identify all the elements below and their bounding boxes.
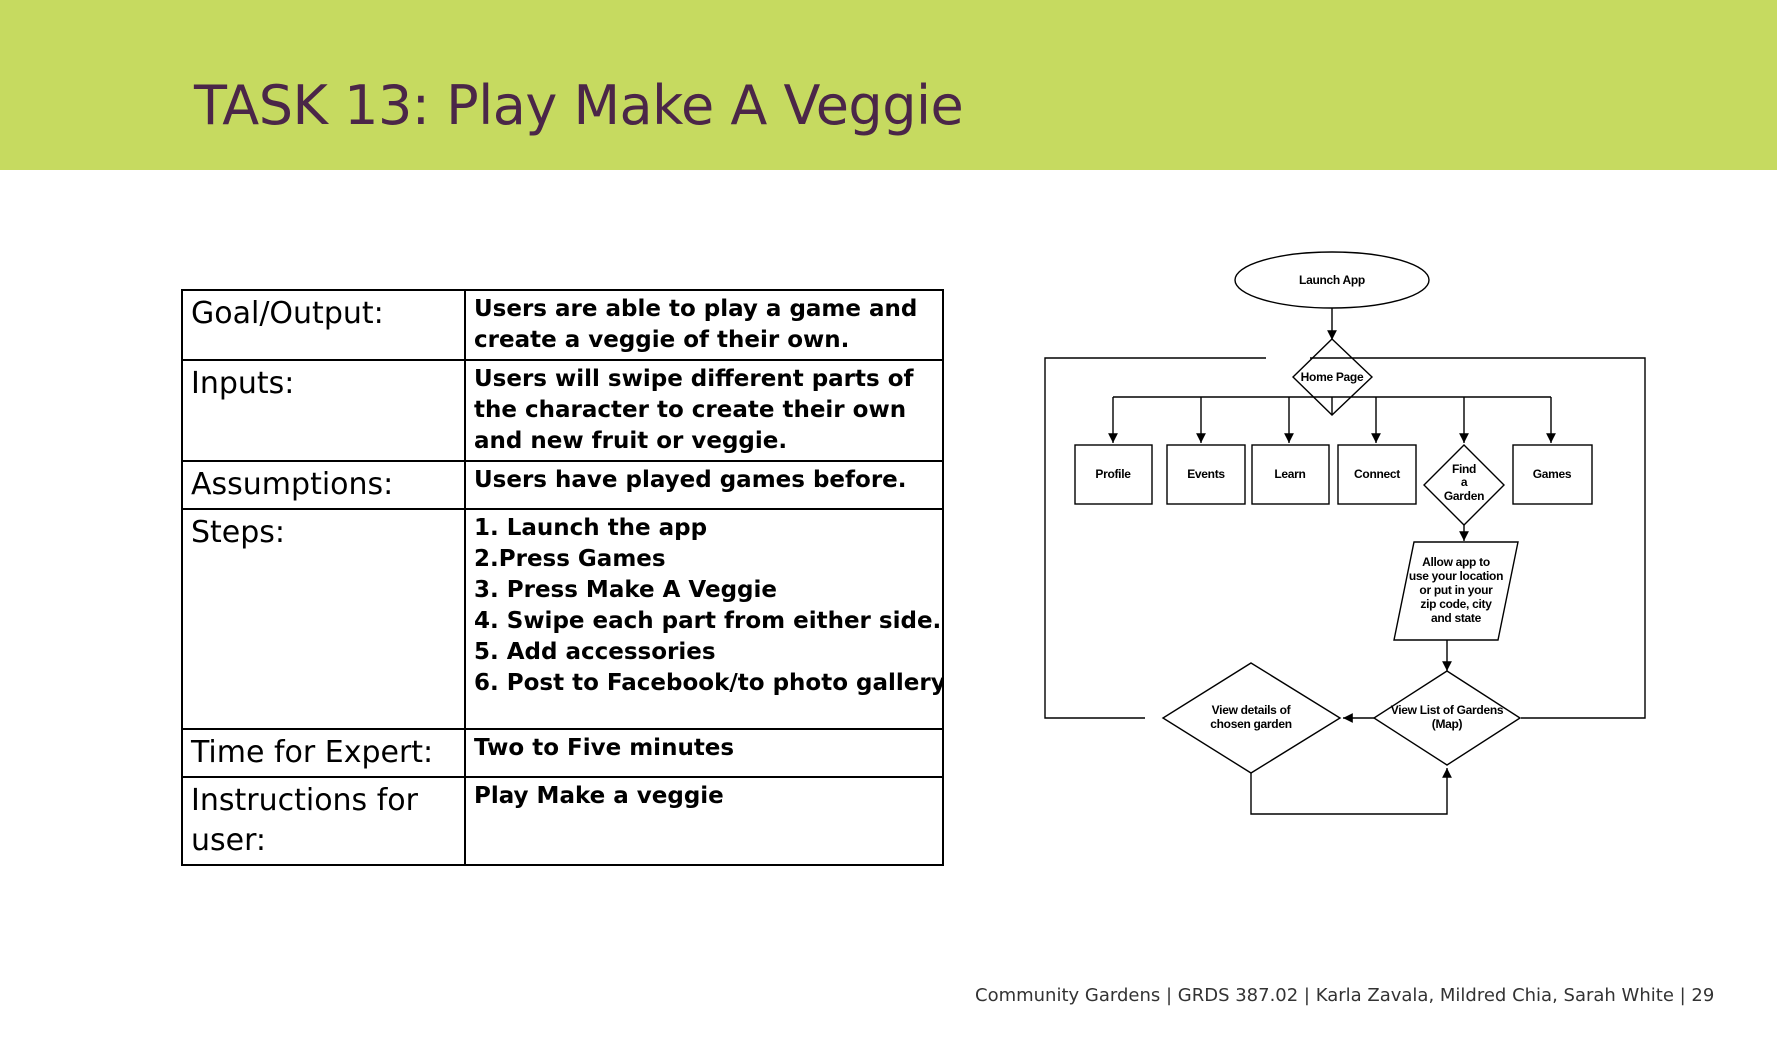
page-footer: Community Gardens | GRDS 387.02 | Karla … xyxy=(975,985,1715,1006)
connect-label: Connect xyxy=(1354,467,1400,481)
table-row-assumptions: Assumptions: Users have played games bef… xyxy=(181,460,944,510)
learn-label: Learn xyxy=(1274,467,1305,481)
instructions-value: Play Make a veggie xyxy=(464,776,944,866)
allow-label-4: zip code, city xyxy=(1420,597,1492,611)
goal-label: Goal/Output: xyxy=(181,289,466,361)
allow-label-3: or put in your xyxy=(1419,583,1493,597)
table-row-inputs: Inputs: Users will swipe different parts… xyxy=(181,359,944,462)
table-row-time: Time for Expert: Two to Five minutes xyxy=(181,728,944,778)
table-row-steps: Steps: 1. Launch the app 2.Press Games 3… xyxy=(181,508,944,730)
loop-frame-right xyxy=(1310,357,1646,719)
learn-box xyxy=(1251,444,1330,505)
flowchart: Launch App Home Page Profile Events Lear… xyxy=(1044,251,1646,815)
step-6: 6. Post to Facebook/to photo gallery xyxy=(474,670,943,696)
find-label-3: Garden xyxy=(1444,489,1484,503)
time-value: Two to Five minutes xyxy=(464,728,944,778)
header-banner: TASK 13: Play Make A Veggie xyxy=(0,0,1777,170)
home-page-label: Home Page xyxy=(1301,370,1364,384)
step-3: 3. Press Make A Veggie xyxy=(474,577,777,603)
task-table: Goal/Output: Users are able to play a ga… xyxy=(181,289,944,866)
view-details-label-2: chosen garden xyxy=(1210,717,1291,731)
step-5: 5. Add accessories xyxy=(474,639,716,665)
find-label-2: a xyxy=(1461,475,1468,489)
view-list-label-2: (Map) xyxy=(1432,717,1463,731)
find-label-1: Find xyxy=(1452,462,1476,476)
allow-location-parallelogram xyxy=(1393,541,1519,641)
step-4: 4. Swipe each part from either side. xyxy=(474,608,942,634)
connect-box xyxy=(1337,444,1417,505)
table-row-goal: Goal/Output: Users are able to play a ga… xyxy=(181,289,944,361)
view-list-label-1: View List of Gardens xyxy=(1391,703,1504,717)
steps-label: Steps: xyxy=(181,508,466,730)
table-row-instructions: Instructions for user: Play Make a veggi… xyxy=(181,776,944,866)
steps-list: 1. Launch the app 2.Press Games 3. Press… xyxy=(464,508,944,730)
time-label: Time for Expert: xyxy=(181,728,466,778)
events-box xyxy=(1166,444,1246,505)
events-label: Events xyxy=(1187,467,1225,481)
profile-box xyxy=(1074,444,1153,505)
launch-app-label: Launch App xyxy=(1299,273,1365,287)
allow-label-2: use your location xyxy=(1409,569,1503,583)
assumptions-value: Users have played games before. xyxy=(464,460,944,510)
inputs-value: Users will swipe different parts of the … xyxy=(464,359,944,462)
games-label: Games xyxy=(1533,467,1572,481)
games-box xyxy=(1512,444,1593,505)
inputs-label: Inputs: xyxy=(181,359,466,462)
view-details-label-1: View details of xyxy=(1212,703,1292,717)
step-2: 2.Press Games xyxy=(474,546,666,572)
assumptions-label: Assumptions: xyxy=(181,460,466,510)
loop-frame xyxy=(1044,357,1266,719)
allow-label-5: and state xyxy=(1431,611,1482,625)
instructions-label: Instructions for user: xyxy=(181,776,466,866)
allow-label-1: Allow app to xyxy=(1422,555,1490,569)
view-list-diamond xyxy=(1372,670,1522,766)
goal-value: Users are able to play a game and create… xyxy=(464,289,944,361)
profile-label: Profile xyxy=(1095,467,1131,481)
step-1: 1. Launch the app xyxy=(474,515,708,541)
page-title: TASK 13: Play Make A Veggie xyxy=(194,74,964,137)
